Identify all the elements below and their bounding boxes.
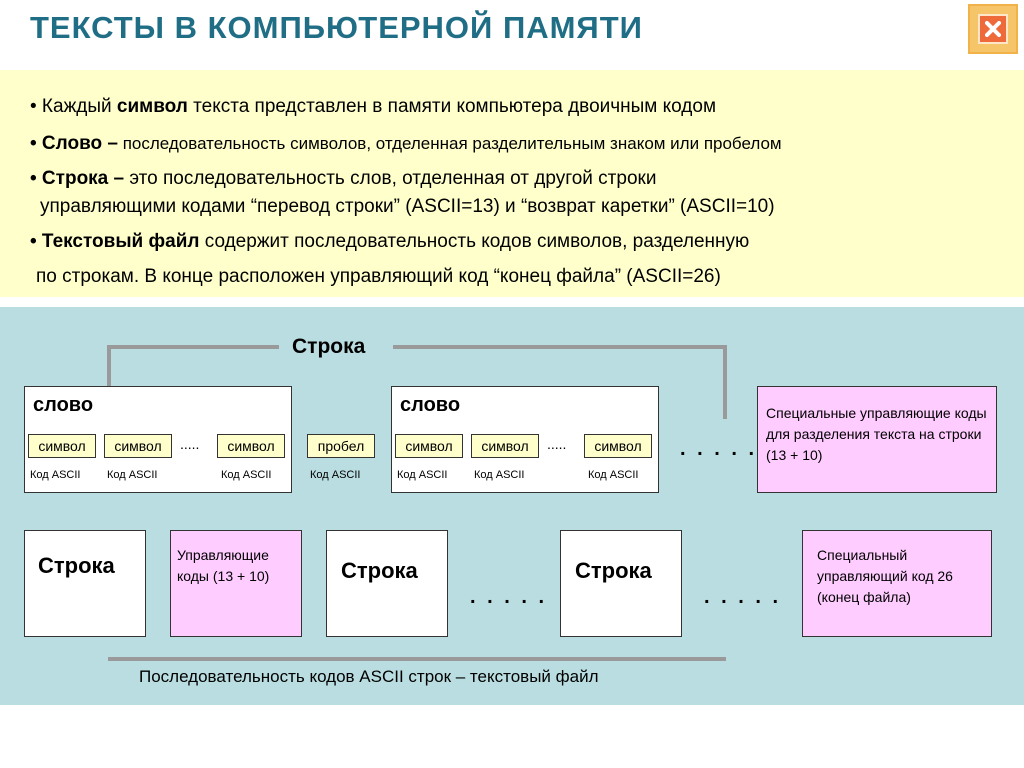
bracket-top-left — [107, 345, 279, 349]
ascii-code-label: Код ASCII — [107, 469, 158, 481]
close-icon[interactable] — [978, 14, 1008, 44]
bracket-left — [107, 345, 111, 386]
eof-box: Специальный управляющий код 26 (конец фа… — [802, 530, 992, 637]
ellipsis: ..... — [180, 436, 200, 452]
special-codes-box: Специальные управляющие коды для разделе… — [757, 386, 997, 493]
bullet-symbol: • Каждый символ текста представлен в пам… — [30, 96, 717, 117]
bullet-text-file-cont: по строкам. В конце расположен управляющ… — [36, 266, 721, 287]
close-button[interactable] — [968, 4, 1018, 54]
line-box-label: Строка — [38, 553, 115, 578]
ascii-code-label: Код ASCII — [30, 469, 81, 481]
word-label: слово — [33, 394, 94, 416]
symbol-cell: символ — [471, 434, 539, 458]
bullet-word: • Слово – последовательность символов, о… — [30, 133, 782, 154]
diagram-caption: Последовательность кодов ASCII строк – т… — [139, 667, 599, 686]
ascii-code-label: Код ASCII — [221, 469, 272, 481]
word-label: слово — [400, 394, 461, 416]
line-box — [560, 530, 682, 637]
symbol-cell: символ — [104, 434, 172, 458]
control-codes-box: Управляющие коды (13 + 10) — [170, 530, 302, 637]
bracket-top-right — [393, 345, 727, 349]
symbol-cell: символ — [584, 434, 652, 458]
symbol-cell: символ — [395, 434, 463, 458]
bullet-text-file: • Текстовый файл содержит последовательн… — [30, 231, 750, 252]
ascii-code-label: Код ASCII — [474, 469, 525, 481]
bracket-right — [723, 345, 727, 419]
ellipsis: . . . . . — [680, 438, 758, 460]
line-box-label: Строка — [341, 558, 418, 583]
caption-line — [108, 657, 726, 661]
diagram-panel — [0, 307, 1024, 705]
ellipsis: . . . . . — [470, 586, 548, 608]
line-box — [24, 530, 146, 637]
bullet-line-cont: управляющими кодами “перевод строки” (AS… — [40, 196, 775, 217]
page-title: ТЕКСТЫ В КОМПЬЮТЕРНОЙ ПАМЯТИ — [30, 10, 643, 45]
symbol-cell: символ — [28, 434, 96, 458]
symbol-cell: символ — [217, 434, 285, 458]
bullet-line: • Строка – это последовательность слов, … — [30, 168, 657, 189]
ellipsis: ..... — [547, 436, 567, 452]
ellipsis: . . . . . — [704, 586, 782, 608]
ascii-code-label: Код ASCII — [588, 469, 639, 481]
definitions-panel: • Каждый символ текста представлен в пам… — [0, 70, 1024, 297]
space-cell: пробел — [307, 434, 375, 458]
line-label: Строка — [292, 335, 366, 358]
ascii-code-label: Код ASCII — [397, 469, 448, 481]
line-box — [326, 530, 448, 637]
line-box-label: Строка — [575, 558, 652, 583]
ascii-code-label: Код ASCII — [310, 469, 361, 481]
